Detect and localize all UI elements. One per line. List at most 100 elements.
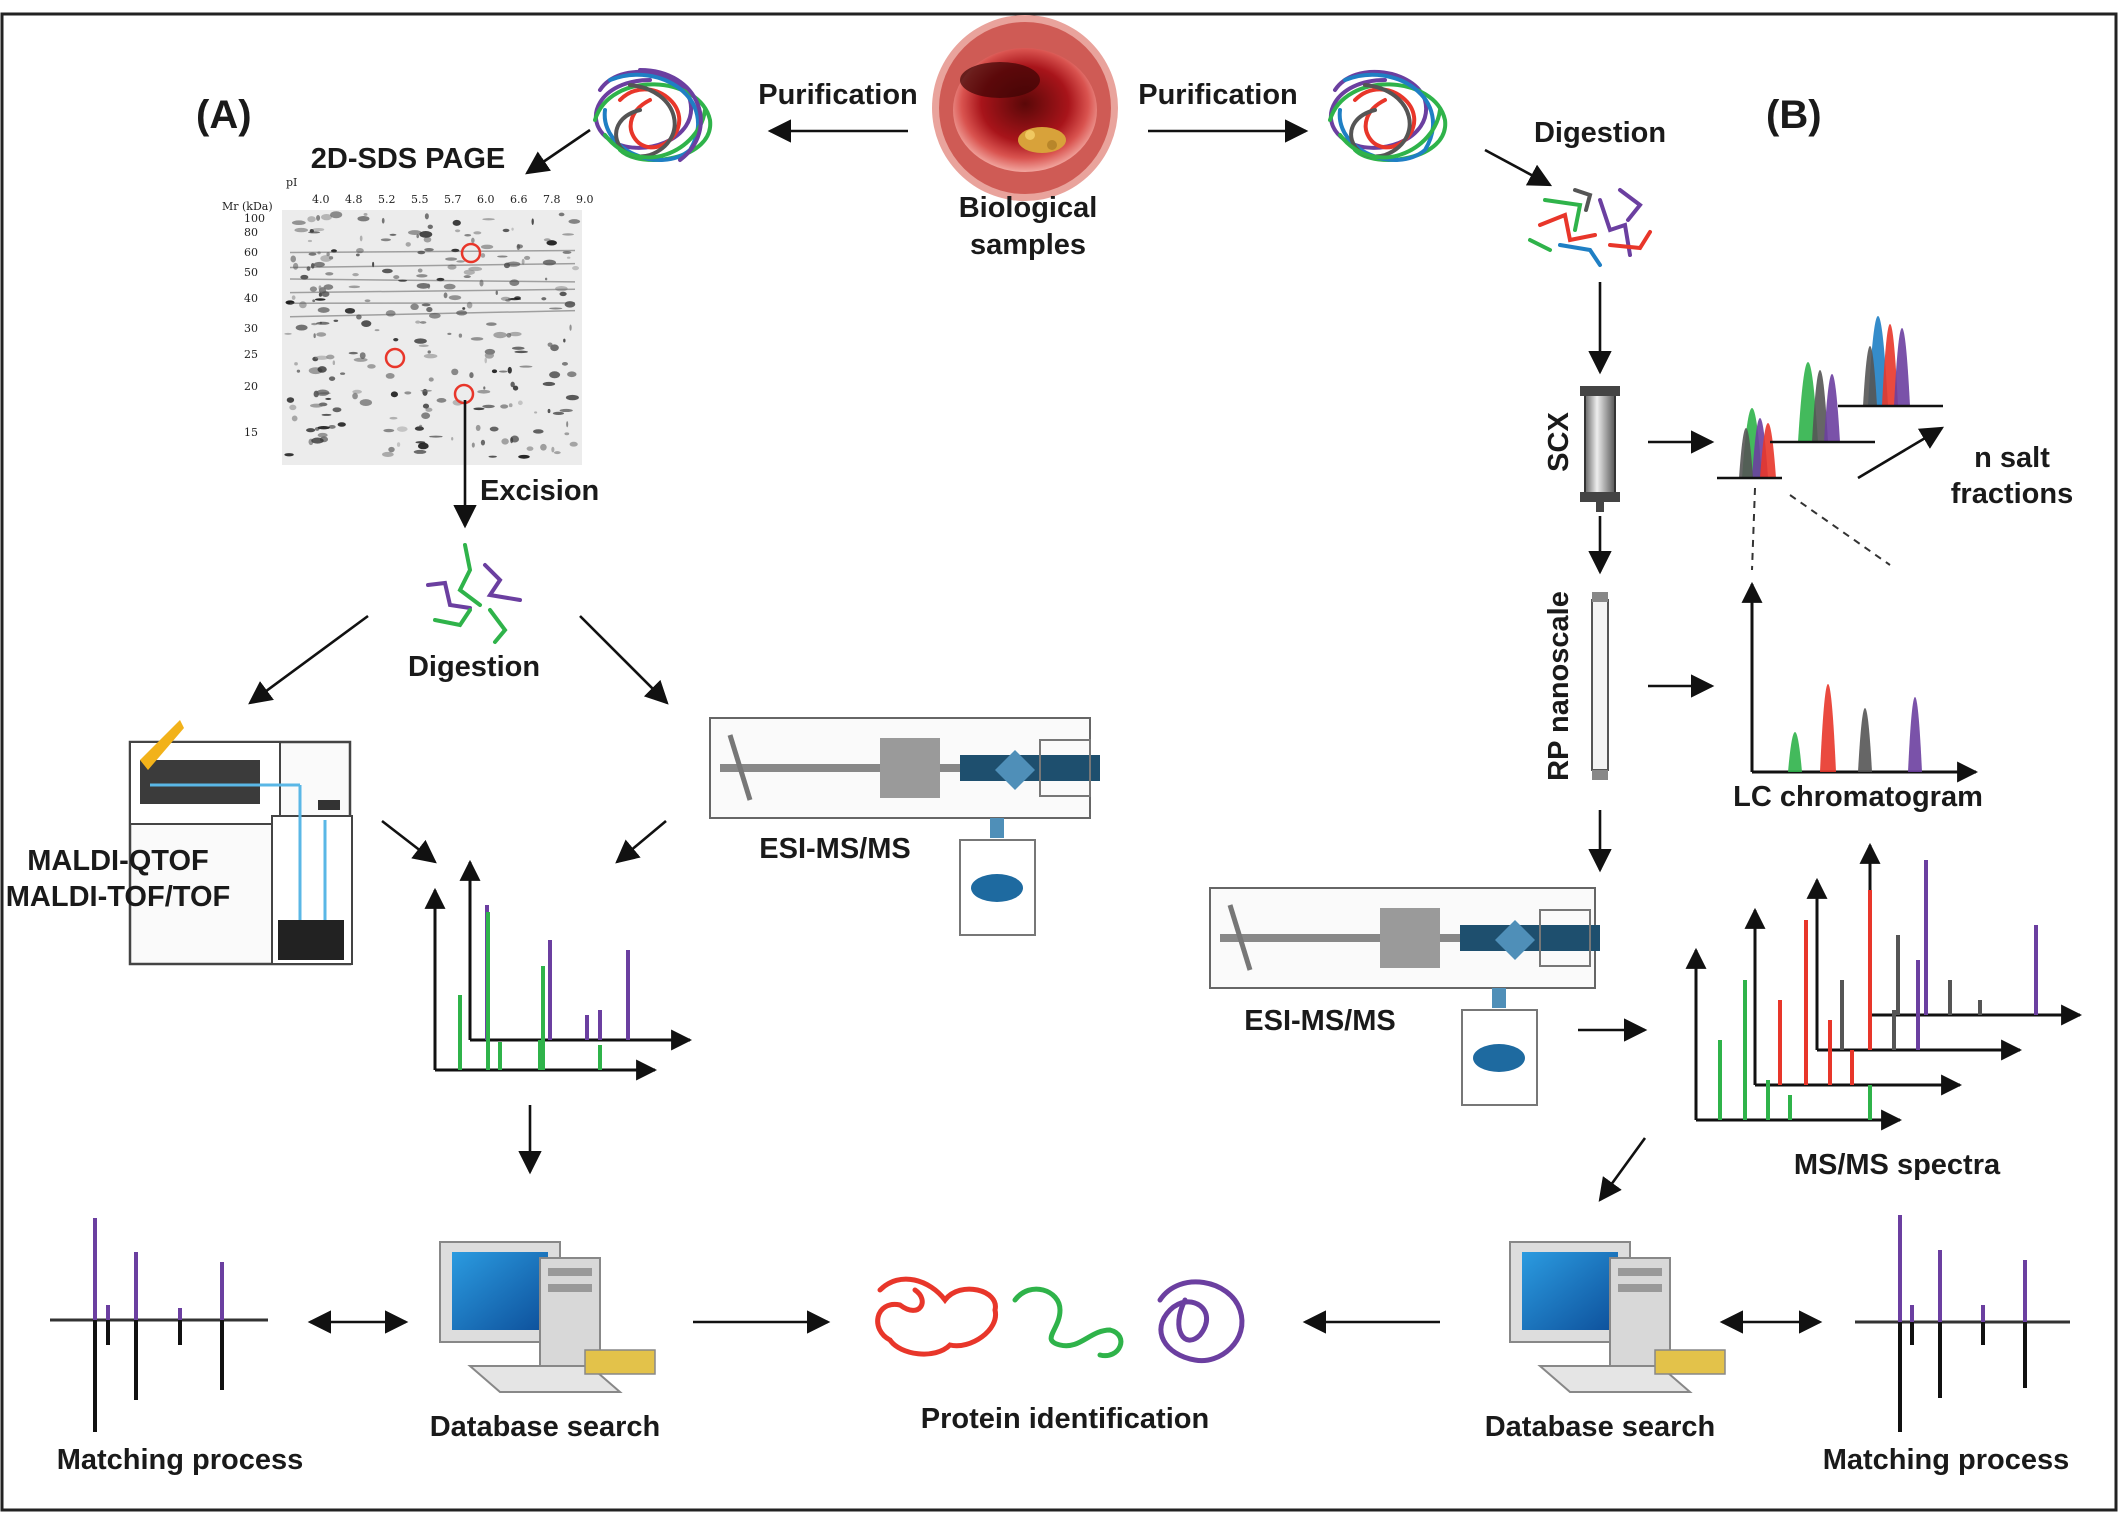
gel-pi-tick: 9.0: [576, 193, 594, 206]
blood-vessel-icon: [932, 15, 1118, 201]
biological-samples-label-2: samples: [970, 229, 1086, 261]
gel-spot: [414, 338, 427, 343]
arrow-spectra-to-db-b: [1600, 1138, 1645, 1200]
lc-peak: [1788, 732, 1802, 772]
gel-spot: [481, 245, 493, 250]
scx-label: SCX: [1543, 412, 1575, 472]
gel-spot: [325, 272, 333, 275]
gel-spot: [437, 398, 447, 403]
gel-spot: [416, 274, 427, 277]
gel-spot: [572, 266, 579, 270]
gel-spot: [464, 275, 471, 278]
gel-spot: [357, 216, 369, 221]
gel-spot: [290, 255, 296, 262]
gel-spot: [554, 451, 561, 454]
excision-label: Excision: [480, 475, 599, 507]
gel-spot: [427, 284, 430, 289]
gel-spot: [569, 325, 571, 331]
gel-spot: [404, 391, 411, 394]
gel-spot: [486, 322, 497, 326]
fraction-peak: [1894, 328, 1910, 406]
gel-spot: [316, 215, 320, 221]
gel-spot: [338, 422, 346, 427]
gel-spot: [567, 371, 576, 377]
gel-spot: [562, 233, 574, 235]
gel-spot: [393, 338, 398, 341]
gel-spot: [568, 219, 580, 224]
gel-spot: [419, 345, 429, 347]
msms-spectra-label: MS/MS spectra: [1794, 1149, 2001, 1181]
gel-spot: [310, 286, 317, 291]
gel-spot: [393, 275, 399, 279]
gel-spot: [397, 442, 400, 447]
gel-spot: [321, 414, 331, 416]
gel-spot: [468, 267, 482, 271]
gel-spot: [418, 269, 423, 273]
gel-spot: [287, 397, 294, 403]
digestion-a-label: Digestion: [408, 651, 540, 683]
gel-title: 2D-SDS PAGE: [311, 143, 505, 175]
gel-spot: [424, 354, 438, 359]
gel-spot: [388, 447, 394, 452]
lc-peak: [1908, 697, 1922, 772]
gel-spot: [292, 416, 298, 422]
gel-spot: [471, 337, 484, 341]
gel-spot: [352, 273, 358, 276]
esi-instrument-icon-a: [710, 718, 1100, 935]
gel-mr-tick: 60: [244, 246, 258, 259]
gel-spot: [551, 447, 554, 453]
rp-label: RP nanoscale: [1543, 591, 1575, 781]
gel-spot: [527, 446, 534, 451]
gel-spot: [459, 334, 462, 338]
lc-peak: [1858, 708, 1872, 772]
gel-pi-tick: 5.7: [444, 193, 462, 206]
arrow-to-digestion-b: [1485, 150, 1550, 185]
biological-samples-label-1: Biological: [959, 192, 1098, 224]
gel-spot: [524, 256, 530, 260]
gel-spot: [410, 304, 418, 311]
gel-spot: [469, 372, 473, 378]
gel-spot: [444, 292, 448, 298]
gel-spot: [324, 284, 334, 290]
gel-spot: [570, 442, 578, 447]
gel-spot: [497, 255, 508, 257]
gel-spot: [316, 322, 329, 325]
gel-spot: [559, 292, 566, 296]
salt-fractions-label-2: fractions: [1951, 478, 2073, 510]
gel-spot: [360, 352, 366, 359]
gel-spot: [415, 320, 420, 323]
identified-proteins-icon: [878, 1279, 1242, 1361]
gel-spot: [429, 377, 434, 381]
gel-spot: [565, 301, 576, 308]
arrow-to-esi-a: [580, 616, 667, 703]
protein-mixture-icon-right: [1330, 72, 1445, 160]
gel-spot: [473, 231, 481, 234]
lc-chromatogram-plot: [1752, 584, 1976, 772]
gel-pi-tick: 6.0: [477, 193, 495, 206]
gel-mr-tick: 50: [244, 266, 258, 279]
gel-pi-tick: 4.8: [345, 193, 363, 206]
gel-spot: [500, 404, 508, 408]
gel-spot: [311, 323, 318, 325]
gel-spot: [308, 231, 320, 233]
fraction-peak: [1824, 374, 1840, 442]
gel-spot: [543, 382, 555, 386]
gel-spot: [501, 297, 511, 301]
gel-spot: [352, 393, 358, 400]
esi-b-label: ESI-MS/MS: [1244, 1005, 1395, 1037]
gel-spot: [549, 307, 562, 309]
gel-spot: [499, 370, 508, 372]
gel-spot: [318, 307, 330, 313]
computer-icon-b: [1510, 1242, 1725, 1392]
section-a-label: (A): [196, 93, 252, 137]
gel-spot: [482, 405, 494, 408]
gel-pi-tick: 6.6: [510, 193, 528, 206]
gel-spot: [349, 352, 358, 355]
gel-spot: [517, 244, 523, 248]
salt-fractions-chromatograms: [1717, 316, 1943, 570]
gel-spot: [364, 213, 368, 216]
gel-spot: [512, 347, 525, 350]
protein-mixture-icon-left: [595, 70, 710, 160]
gel-spot: [482, 218, 495, 220]
